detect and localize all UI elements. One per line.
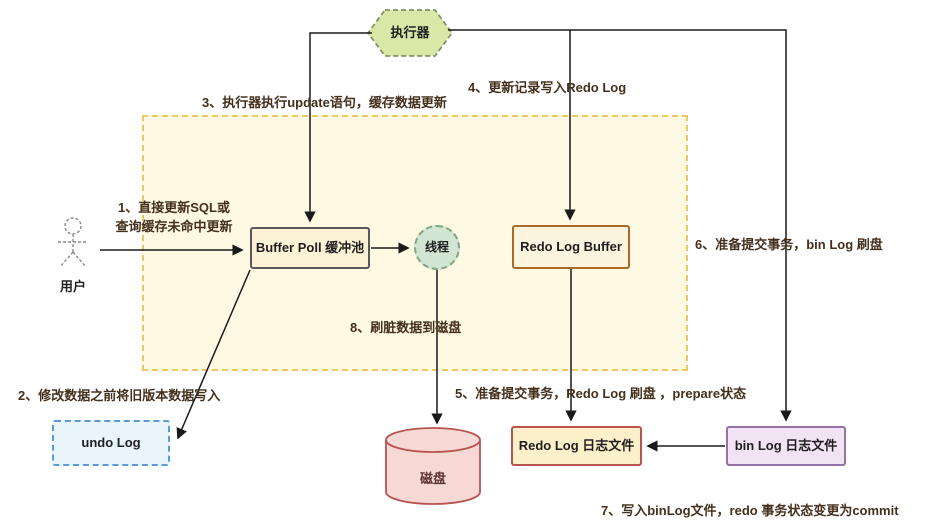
undo-log-node: undo Log (52, 420, 170, 466)
annotation-step-7: 7、写入binLog文件，redo 事务状态变更为commit (601, 503, 899, 518)
redo-log-buffer-label: Redo Log Buffer (520, 239, 622, 255)
user-figure-icon (58, 217, 88, 268)
executor-node: 执行器 (370, 11, 450, 55)
redo-log-file-label: Redo Log 日志文件 (518, 438, 635, 454)
buffer-pool-node: Buffer Poll 缓冲池 (250, 227, 370, 269)
bin-log-file-label: bin Log 日志文件 (734, 438, 838, 454)
disk-label: 磁盘 (419, 471, 446, 486)
thread-node: 线程 (414, 225, 460, 270)
annotation-step-5: 5、准备提交事务，Redo Log 刷盘 ，prepare状态 (455, 386, 747, 401)
undo-log-label: undo Log (81, 435, 141, 451)
annotation-step-3: 3、执行器执行update语句，缓存数据更新 (202, 95, 447, 110)
annotation-step-1-line1: 1、直接更新SQL或 (118, 200, 230, 215)
thread-label: 线程 (424, 240, 449, 255)
executor-label: 执行器 (390, 25, 430, 41)
bin-log-file-node: bin Log 日志文件 (726, 426, 846, 466)
user-label: 用户 (59, 279, 86, 294)
annotation-step-1-line2: 查询缓存未命中更新 (115, 218, 233, 234)
annotation-step-2: 2、修改数据之前将旧版本数据写入 (18, 388, 221, 403)
redo-log-file-node: Redo Log 日志文件 (511, 426, 642, 466)
buffer-pool-label: Buffer Poll 缓冲池 (255, 240, 365, 256)
disk-cylinder-shape (385, 427, 481, 505)
annotation-step-8: 8、刷脏数据到磁盘 (350, 320, 462, 335)
redo-log-buffer-node: Redo Log Buffer (512, 225, 630, 269)
annotation-step-4: 4、更新记录写入Redo Log (468, 80, 627, 95)
annotation-step-1: 1、直接更新SQL或 查询缓存未命中更新 (100, 199, 248, 237)
annotation-step-6: 6、准备提交事务，bin Log 刷盘 (695, 237, 883, 252)
